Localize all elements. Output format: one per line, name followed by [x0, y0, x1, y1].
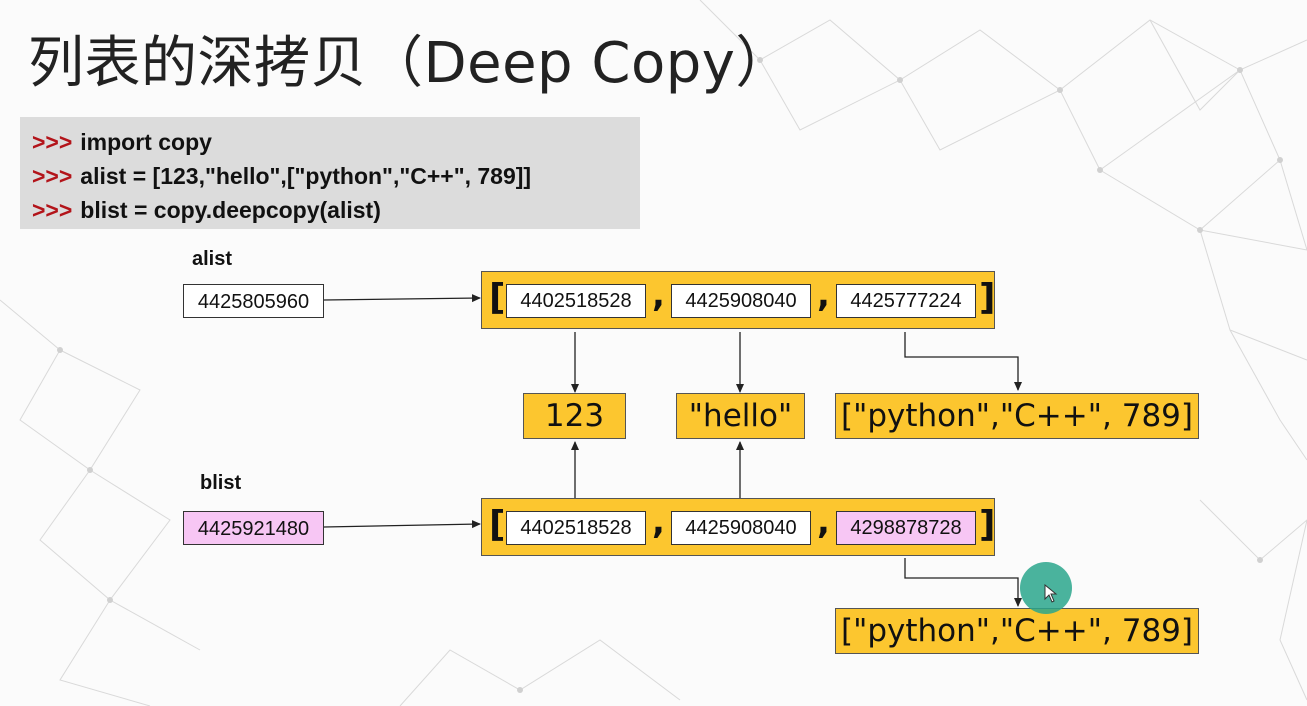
pointer-arrow-icon — [1044, 584, 1058, 603]
comma: , — [652, 275, 665, 315]
close-bracket: ] — [979, 277, 996, 318]
arrow-alist-el2-to-inner — [904, 332, 1022, 391]
blist-element-2: 4298878728 — [836, 511, 976, 545]
alist-element-2: 4425777224 — [836, 284, 976, 318]
code-prompt: >>> — [32, 163, 73, 189]
inner-list-object: ["python","C++", 789] — [835, 393, 1199, 439]
code-prompt: >>> — [32, 197, 73, 223]
blist-label: blist — [200, 472, 242, 494]
comma: , — [817, 502, 830, 542]
int-object-123: 123 — [523, 393, 626, 439]
code-line-1: >>> import copy — [32, 125, 640, 159]
code-prompt: >>> — [32, 129, 73, 155]
code-text: alist = [123,"hello",["python","C++", 78… — [80, 163, 532, 189]
open-bracket: [ — [489, 504, 506, 545]
str-object-hello: "hello" — [676, 393, 805, 439]
code-line-2: >>> alist = [123,"hello",["python","C++",… — [32, 159, 640, 193]
blist-element-1: 4425908040 — [671, 511, 811, 545]
arrow-blist-to-list — [323, 520, 481, 529]
alist-list-object: [ 4402518528 , 4425908040 , 4425777224 ] — [481, 271, 995, 329]
open-bracket: [ — [489, 277, 506, 318]
alist-element-1: 4425908040 — [671, 284, 811, 318]
blist-address: 4425921480 — [183, 511, 324, 545]
inner-list-copy-object: ["python","C++", 789] — [835, 608, 1199, 654]
comma: , — [652, 502, 665, 542]
comma: , — [817, 275, 830, 315]
alist-address: 4425805960 — [183, 284, 324, 318]
alist-label: alist — [192, 248, 233, 270]
arrow-blist-el2-to-inner-copy — [904, 558, 1022, 607]
code-text: blist = copy.deepcopy(alist) — [80, 197, 381, 223]
code-text: import copy — [80, 129, 212, 155]
close-bracket: ] — [979, 504, 996, 545]
code-line-3: >>> blist = copy.deepcopy(alist) — [32, 193, 640, 227]
arrow-alist-to-list — [323, 294, 481, 303]
blist-list-object: [ 4402518528 , 4425908040 , 4298878728 ] — [481, 498, 995, 556]
code-block: >>> import copy >>> alist = [123,"hello",[… — [20, 117, 640, 229]
blist-element-0: 4402518528 — [506, 511, 646, 545]
slide-title: 列表的深拷贝（Deep Copy） — [28, 31, 792, 96]
alist-element-0: 4402518528 — [506, 284, 646, 318]
